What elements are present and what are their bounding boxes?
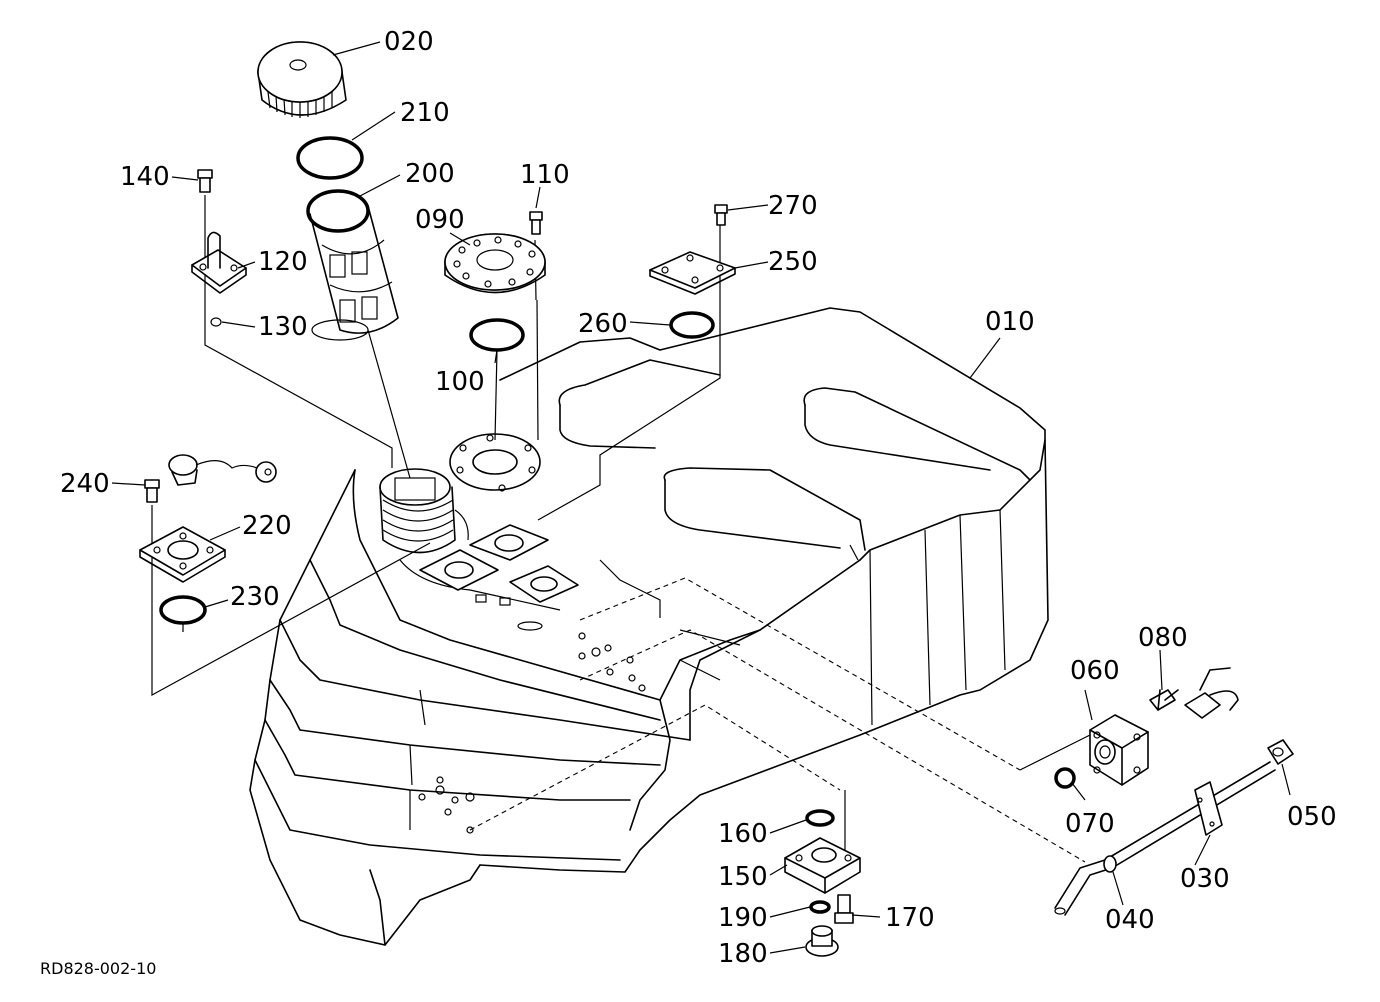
label-230: 230 <box>230 582 280 612</box>
gasket-ring[interactable] <box>296 136 364 180</box>
label-090: 090 <box>415 205 465 235</box>
label-160: 160 <box>718 819 768 849</box>
label-060: 060 <box>1070 656 1120 686</box>
label-040: 040 <box>1105 905 1155 935</box>
label-130: 130 <box>258 312 308 342</box>
label-220: 220 <box>242 511 292 541</box>
label-050: 050 <box>1287 802 1337 832</box>
label-120: 120 <box>258 247 308 277</box>
drawing-code: RD828-002-10 <box>40 959 156 978</box>
label-020: 020 <box>384 27 434 57</box>
label-200: 200 <box>405 159 455 189</box>
hidden-lines <box>469 577 1086 863</box>
label-170: 170 <box>885 903 935 933</box>
label-190: 190 <box>718 903 768 933</box>
label-210: 210 <box>400 98 450 128</box>
cover-plate-assembly[interactable] <box>649 204 736 339</box>
label-270: 270 <box>768 191 818 221</box>
label-140: 140 <box>120 162 170 192</box>
level-sensor-assembly[interactable] <box>139 454 277 632</box>
label-180: 180 <box>718 939 768 969</box>
fuel-cap[interactable] <box>257 41 347 118</box>
label-150: 150 <box>718 862 768 892</box>
label-250: 250 <box>768 247 818 277</box>
assembly-lines <box>151 195 1091 860</box>
label-010: 010 <box>985 307 1035 337</box>
fuel-tank[interactable] <box>249 307 1049 946</box>
strainer[interactable] <box>306 189 399 341</box>
drain-flange-assembly[interactable] <box>1054 667 1239 789</box>
bottom-flange-assembly[interactable] <box>784 809 861 957</box>
label-240: 240 <box>60 469 110 499</box>
part-labels: 010 020 030 040 050 060 070 080 090 100 … <box>40 27 1337 978</box>
flange-plate-assembly[interactable] <box>444 211 546 352</box>
return-pipe-assembly[interactable] <box>191 169 247 327</box>
label-110: 110 <box>520 160 570 190</box>
callout-leaders <box>111 41 1291 954</box>
label-080: 080 <box>1138 623 1188 653</box>
label-070: 070 <box>1065 809 1115 839</box>
label-260: 260 <box>578 309 628 339</box>
label-100: 100 <box>435 367 485 397</box>
label-030: 030 <box>1180 864 1230 894</box>
suction-pipe-assembly[interactable] <box>1054 739 1294 916</box>
